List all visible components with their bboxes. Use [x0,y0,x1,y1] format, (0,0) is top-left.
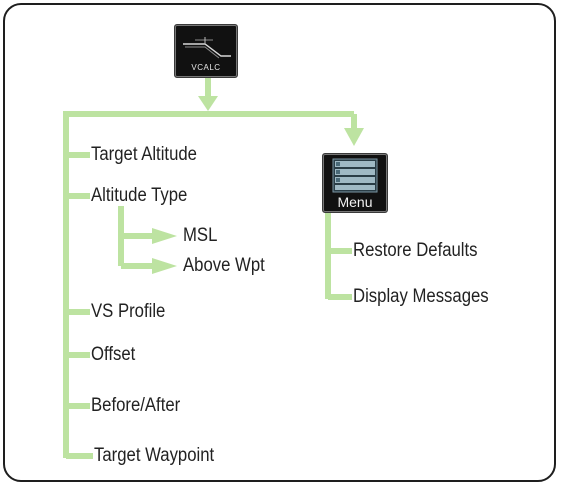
offset-label: Offset [91,344,136,365]
arrowhead-menu [344,128,364,146]
menu-button[interactable]: Menu [322,153,388,213]
arrowhead-above-wpt [152,258,177,274]
target-altitude-label: Target Altitude [91,144,197,165]
target-waypoint-label: Target Waypoint [94,445,215,466]
vcalc-button[interactable]: VCALC [174,24,238,78]
menu-button-label: Menu [337,194,373,210]
restore-defaults-label: Restore Defaults [353,240,478,261]
msl-label: MSL [183,225,218,246]
above-wpt-label: Above Wpt [183,255,265,276]
vcalc-button-label: VCALC [191,63,221,72]
diagram-frame [3,3,556,482]
altitude-type-label: Altitude Type [91,185,188,206]
vs-profile-label: VS Profile [91,301,166,322]
before-after-label: Before/After [91,395,181,416]
menu-list-icon [332,158,378,193]
arrowhead-vcalc [198,96,218,111]
vcalc-profile-icon [183,37,231,59]
arrowhead-msl [152,228,177,244]
display-messages-label: Display Messages [353,286,489,307]
